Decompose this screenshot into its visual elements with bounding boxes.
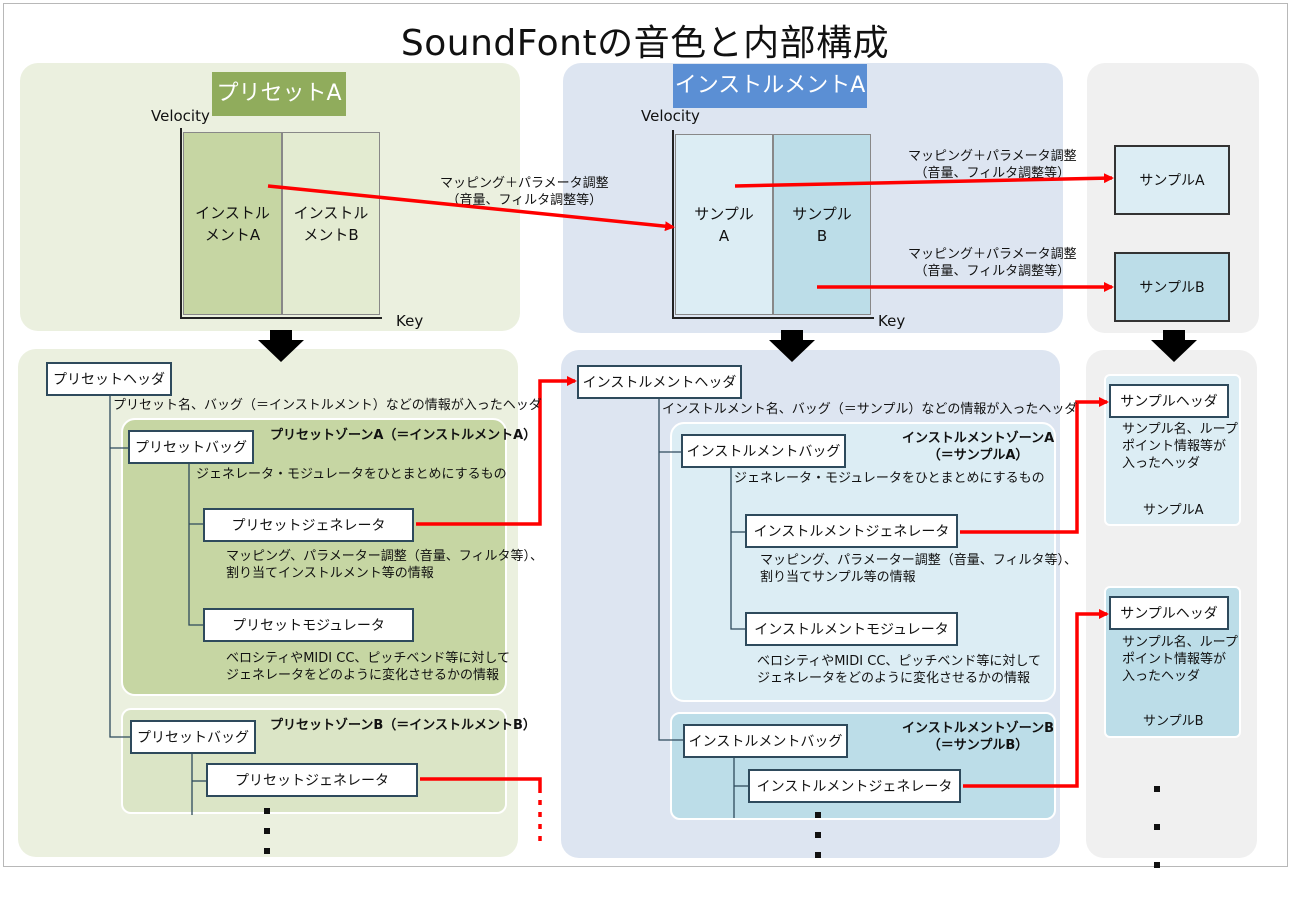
preset-modulator-desc: ベロシティやMIDI CC、ピッチベンド等に対して ジェネレータをどのように変化… [226, 651, 511, 683]
preset-ellipsis-dot-3 [264, 848, 270, 854]
preset-label: プリセットA [212, 72, 346, 116]
instrument-header-desc: インストルメント名、バッグ（＝サンプル）などの情報が入ったヘッダ [662, 402, 1078, 417]
instrument-axes [672, 130, 874, 319]
arrow-preset-to-instrument [267, 184, 675, 232]
instrument-modulator-desc: ベロシティやMIDI CC、ピッチベンド等に対して ジェネレータをどのように変化… [757, 654, 1042, 686]
arrow-inst-gen-b-to-sample-header [963, 609, 1109, 788]
arrow-inst-gen-a-to-sample-header [960, 397, 1109, 534]
instrument-velocity-label: Velocity [641, 107, 700, 125]
diagram-title: SoundFontの音色と内部構成 [400, 23, 890, 64]
preset-axes [180, 128, 382, 319]
instrument-generator-a-box: インストルメントジェネレータ [745, 514, 958, 548]
preset-zone-a [121, 418, 507, 696]
preset-generator-desc: マッピング、パラメーター調整（音量、フィルタ等）、 割り当てインストルメント等の… [226, 549, 543, 581]
preset-header-box: プリセットヘッダ [46, 362, 172, 396]
instrument-generator-desc: マッピング、パラメーター調整（音量、フィルタ等）、 割り当てサンプル等の情報 [760, 553, 1077, 585]
preset-cell-a-label: インストル メントA [195, 203, 270, 244]
sample-ellipsis-dot-3 [1154, 862, 1160, 868]
preset-ellipsis-dot-1 [264, 808, 270, 814]
preset-bag-a-box: プリセットバッグ [128, 430, 254, 464]
instrument-key-label: Key [878, 312, 906, 330]
preset-gen-b-line [420, 777, 542, 793]
instrument-bag-a-box: インストルメントバッグ [681, 434, 846, 468]
preset-cell-b: インストル メントB [282, 132, 380, 315]
instrument-ellipsis-dot-3 [815, 852, 821, 858]
preset-bag-b-box: プリセットバッグ [130, 720, 256, 754]
instrument-bag-desc: ジェネレータ・モジュレータをひとまとめにするもの [734, 471, 1045, 486]
instrument-zone-b-title: インストルメントゾーンB （＝サンプルB） [902, 721, 1054, 753]
preset-generator-b-box: プリセットジェネレータ [206, 763, 418, 797]
instrument-cell-b: サンプル B [773, 134, 871, 315]
instrument-ellipsis-dot-2 [815, 832, 821, 838]
instrument-zone-a-title: インストルメントゾーンA （＝サンプルA） [902, 431, 1055, 463]
instrument-cell-b-label: サンプル B [792, 204, 852, 245]
mapping-label-sample-a: マッピング＋パラメータ調整 （音量、フィルタ調整等） [908, 149, 1077, 181]
sample-header-b-desc: サンプル名、ループ ポイント情報等が 入ったヘッダ [1122, 635, 1238, 684]
down-arrow-sample [1151, 330, 1197, 362]
preset-cell-b-label: インストル メントB [293, 203, 369, 244]
mapping-label-sample-b: マッピング＋パラメータ調整 （音量、フィルタ調整等） [908, 247, 1077, 279]
preset-zone-a-title: プリセットゾーンA（＝インストルメントA） [270, 428, 537, 443]
arrow-sample-a [734, 173, 1114, 188]
preset-bag-desc: ジェネレータ・モジュレータをひとまとめにするもの [196, 467, 507, 482]
instrument-label: インストルメントA [673, 64, 867, 108]
mapping-label-preset: マッピング＋パラメータ調整 （音量、フィルタ調整等） [440, 176, 609, 208]
sample-b-box: サンプルB [1114, 252, 1230, 322]
sample-ellipsis-dot-2 [1154, 824, 1160, 830]
instrument-header-box: インストルメントヘッダ [577, 365, 742, 399]
instrument-ellipsis-dot-1 [815, 812, 821, 818]
sample-header-a-box: サンプルヘッダ [1109, 384, 1229, 418]
down-arrow-instrument [769, 330, 815, 362]
preset-zone-b-title: プリセットゾーンB（＝インストルメントB） [270, 718, 536, 733]
preset-ellipsis-dot-2 [264, 828, 270, 834]
preset-generator-a-box: プリセットジェネレータ [203, 508, 414, 542]
preset-header-desc: プリセット名、バッグ（＝インストルメント）などの情報が入ったヘッダ [113, 398, 542, 413]
instrument-bag-b-box: インストルメントバッグ [683, 724, 848, 758]
instrument-modulator-box: インストルメントモジュレータ [745, 612, 958, 646]
sample-ellipsis-dot-1 [1154, 786, 1160, 792]
preset-velocity-label: Velocity [151, 107, 210, 125]
sample-a-name: サンプルA [1143, 503, 1204, 518]
instrument-zone-a [670, 422, 1056, 702]
instrument-cell-a: サンプル A [675, 134, 773, 315]
diagram-frame [3, 3, 1288, 867]
sample-a-box: サンプルA [1114, 145, 1230, 215]
preset-cell-a: インストル メントA [183, 132, 282, 315]
sample-header-b-box: サンプルヘッダ [1109, 596, 1229, 630]
sample-b-name: サンプルB [1143, 714, 1204, 729]
instrument-generator-b-box: インストルメントジェネレータ [748, 769, 961, 803]
down-arrow-preset [258, 330, 304, 362]
arrow-preset-gen-to-inst-header [416, 376, 577, 526]
sample-header-a-desc: サンプル名、ループ ポイント情報等が 入ったヘッダ [1122, 422, 1238, 471]
instrument-cell-a-label: サンプル A [694, 204, 754, 245]
preset-modulator-box: プリセットモジュレータ [203, 608, 414, 642]
preset-key-label: Key [396, 312, 424, 330]
